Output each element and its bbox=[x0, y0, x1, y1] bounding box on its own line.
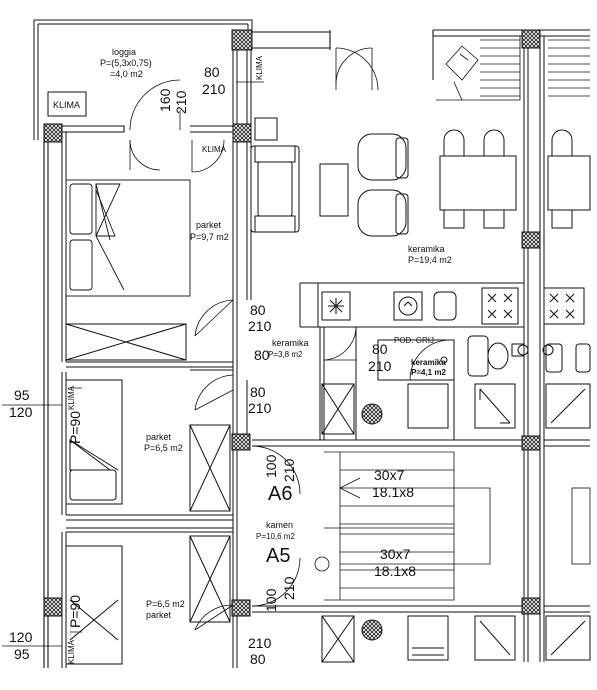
dim-210-mid: 210 bbox=[248, 400, 272, 416]
stair2-rise: 30x7 bbox=[380, 546, 411, 562]
dim-100-a: 100 bbox=[263, 454, 279, 478]
stair-floor: kamen bbox=[266, 520, 293, 530]
klima-label-4: KLIMA bbox=[67, 385, 76, 410]
dim-80-bath: 80 bbox=[372, 341, 388, 357]
klima-label-1: KLIMA bbox=[53, 100, 80, 110]
dim-100-b: 100 bbox=[263, 588, 279, 612]
dim-95-a: 95 bbox=[14, 387, 30, 403]
dim-80-mid: 80 bbox=[250, 384, 266, 400]
bath-area: P=4,1 m2 bbox=[411, 368, 446, 377]
dim-160: 160 bbox=[157, 88, 173, 112]
interior-walls bbox=[61, 36, 590, 668]
dim-95-b: 95 bbox=[14, 646, 30, 662]
wardrobe-2 bbox=[189, 424, 231, 512]
dim-210-top: 210 bbox=[202, 81, 226, 97]
coffee-table bbox=[319, 163, 349, 217]
dim-210-bot: 210 bbox=[248, 635, 272, 651]
klima-label-5: KLIMA bbox=[67, 639, 76, 664]
armchairs bbox=[357, 133, 409, 237]
klima-label-3: KLIMA bbox=[255, 55, 264, 80]
central-stair bbox=[314, 451, 591, 601]
dim-80-l: 80 bbox=[254, 347, 270, 363]
stair-upper bbox=[436, 35, 590, 101]
p90-label-a: P=90 bbox=[67, 411, 83, 444]
dim-lines bbox=[2, 81, 264, 647]
dim-210-bath: 210 bbox=[368, 358, 392, 374]
dim-120-a: 120 bbox=[9, 404, 33, 420]
bed-double bbox=[65, 179, 191, 297]
columns bbox=[43, 29, 541, 617]
room3-floor: parket bbox=[146, 610, 172, 620]
dim-210-v: 210 bbox=[173, 90, 189, 114]
tech-boxes bbox=[321, 383, 591, 663]
bed-single-2 bbox=[65, 379, 123, 505]
dim-210-a6: 210 bbox=[281, 458, 297, 482]
dim-120-b: 120 bbox=[9, 629, 33, 645]
bath-fixtures bbox=[377, 335, 591, 381]
room2-area: P=6,5 m2 bbox=[144, 443, 183, 453]
dining-table bbox=[439, 129, 591, 229]
stair1-rise: 30x7 bbox=[374, 467, 405, 483]
unit-a5-label: A5 bbox=[266, 545, 290, 567]
loggia-name: loggia bbox=[112, 47, 136, 57]
stair2-size: 18.1x8 bbox=[374, 563, 416, 579]
dim-210-hall: 210 bbox=[248, 318, 272, 334]
bath-floor: keramika bbox=[411, 358, 446, 367]
loggia-area: =4,0 m2 bbox=[110, 69, 143, 79]
loggia bbox=[33, 19, 253, 140]
living-floor: keramika bbox=[408, 244, 445, 254]
living-area: P=19,4 m2 bbox=[408, 255, 452, 265]
kitchen-counter bbox=[317, 283, 585, 327]
dim-80-top: 80 bbox=[204, 64, 220, 80]
bed-single-3 bbox=[65, 545, 123, 665]
unit-a6-label: A6 bbox=[268, 483, 292, 505]
wardrobe-3 bbox=[189, 535, 231, 623]
bedroom-wardrobe bbox=[65, 323, 187, 361]
p90-label-b: P=90 bbox=[67, 595, 83, 628]
doors bbox=[129, 47, 454, 631]
outer-walls bbox=[43, 29, 590, 668]
klima-unit bbox=[47, 91, 87, 117]
dim-210-a5: 210 bbox=[281, 576, 297, 600]
stair1-size: 18.1x8 bbox=[372, 484, 414, 500]
bedroom-area: P=9,7 m2 bbox=[190, 232, 229, 242]
room2-floor: parket bbox=[146, 432, 172, 442]
hall-floor: keramika bbox=[272, 338, 309, 348]
dim-80-hall: 80 bbox=[250, 302, 266, 318]
hall-area: P=3,8 m2 bbox=[268, 350, 303, 359]
stair-area: P=10,6 m2 bbox=[256, 532, 295, 541]
klima-label-2: KLIMA bbox=[202, 145, 227, 154]
dim-80-bot: 80 bbox=[250, 651, 266, 667]
sofa bbox=[250, 117, 300, 233]
loggia-formula: P=(5,3x0,75) bbox=[100, 58, 152, 68]
pod-grij-label: POD. GRIJ. bbox=[394, 336, 436, 345]
bedroom-floor: parket bbox=[196, 220, 222, 230]
room3-area: P=6,5 m2 bbox=[146, 599, 185, 609]
